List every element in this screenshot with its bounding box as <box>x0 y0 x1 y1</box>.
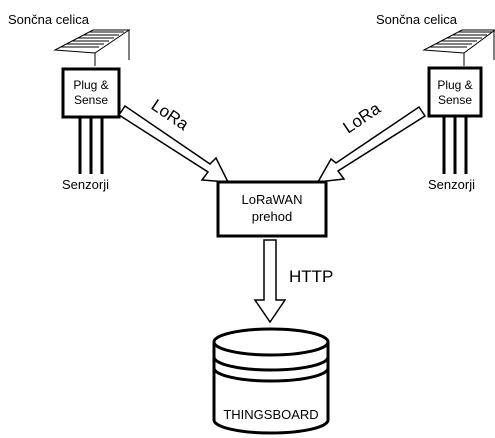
right-lora-arrow <box>316 105 427 183</box>
left-sensor-probes-icon <box>78 117 104 174</box>
left-device-label-line1: Plug & <box>73 78 108 92</box>
right-device-label-line1: Plug & <box>437 78 472 92</box>
right-device-label-line2: Sense <box>438 93 472 107</box>
left-solar-panel-icon <box>53 29 131 66</box>
left-node: Sončna celica Plug & Sense Senzorji <box>8 12 131 192</box>
right-sensor-probes-icon <box>442 116 468 174</box>
right-solar-panel-icon <box>422 29 495 66</box>
right-lora-label: LoRa <box>340 99 385 138</box>
right-solar-label: Sončna celica <box>376 12 458 27</box>
http-label: HTTP <box>289 267 333 286</box>
left-plug-sense-device: Plug & Sense <box>61 67 121 119</box>
left-lora-arrow <box>117 104 230 183</box>
left-sensors-label: Senzorji <box>62 177 109 192</box>
left-device-label-line2: Sense <box>74 93 108 107</box>
right-sensors-label: Senzorji <box>428 177 475 192</box>
gateway-label-line2: prehod <box>252 209 292 224</box>
left-solar-label: Sončna celica <box>8 12 90 27</box>
right-plug-sense-device: Plug & Sense <box>427 66 483 118</box>
thingsboard-label: THINGSBOARD <box>223 407 318 422</box>
gateway-label-line1: LoRaWAN <box>242 192 303 207</box>
right-node: Sončna celica Plug & Sense Senzorji <box>376 12 495 192</box>
thingsboard-database-icon: THINGSBOARD <box>212 327 330 435</box>
lorawan-gateway: LoRaWAN prehod <box>216 180 328 238</box>
http-arrow <box>253 239 287 324</box>
